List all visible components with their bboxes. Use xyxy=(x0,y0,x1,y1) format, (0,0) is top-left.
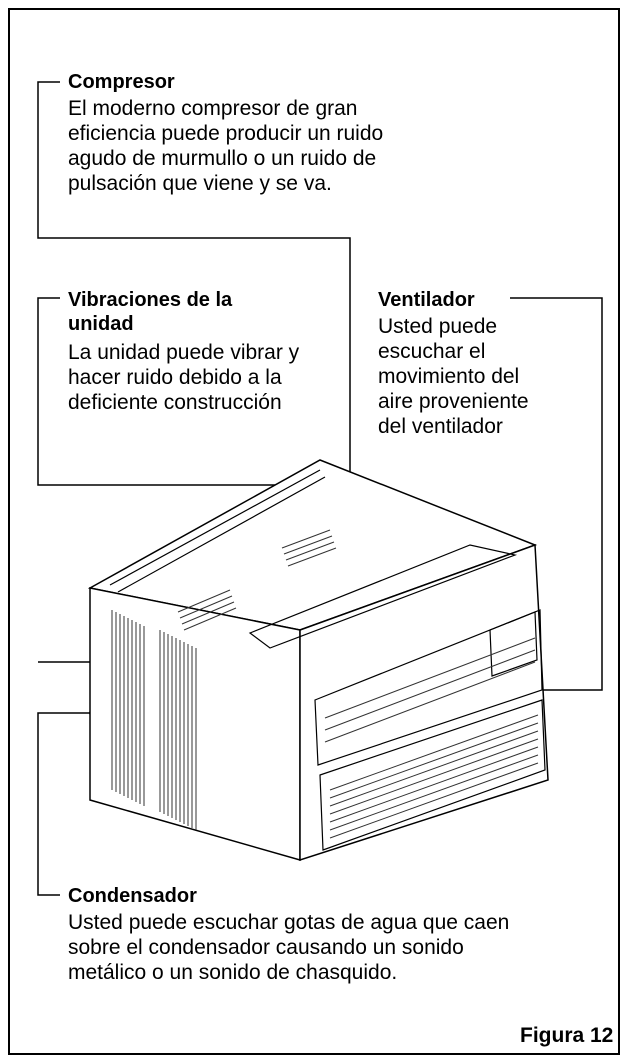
compresor-desc-line: agudo de murmullo o un ruido de xyxy=(68,147,377,170)
compresor-leader xyxy=(37,81,351,510)
vibraciones-desc-line: La unidad puede vibrar y xyxy=(68,341,300,364)
vibraciones-desc-line: hacer ruido debido a la xyxy=(68,366,282,389)
ventilador-desc-line: Usted puede xyxy=(378,315,498,338)
condensador-desc-line: metálico o un sonido de chasquido. xyxy=(68,961,398,984)
condensador-description: Usted puede escuchar gotas de agua que c… xyxy=(68,910,509,985)
ac-unit xyxy=(87,459,549,862)
ventilador-desc-line: escuchar el xyxy=(378,340,486,363)
vibraciones-title: Vibraciones de la unidad xyxy=(68,288,232,336)
condensador-leader xyxy=(37,712,90,896)
vibraciones-title-line: unidad xyxy=(68,313,134,335)
ventilador-desc-line: aire proveniente xyxy=(378,390,529,413)
vibraciones-title-line: Vibraciones de la xyxy=(68,289,233,311)
figure-label: Figura 12 xyxy=(520,1024,614,1047)
ventilador-desc-line: movimiento del xyxy=(378,365,520,388)
vibraciones-desc-line: deficiente construcción xyxy=(68,391,282,414)
compresor-description: El moderno compresor de gran eficiencia … xyxy=(68,96,383,196)
vibraciones-description: La unidad puede vibrar y hacer ruido deb… xyxy=(68,340,299,415)
compresor-desc-line: El moderno compresor de gran xyxy=(68,97,358,120)
compresor-desc-line: eficiencia puede producir un ruido xyxy=(68,122,384,145)
compresor-desc-line: pulsación que viene y se va. xyxy=(68,172,332,195)
compresor-title: Compresor xyxy=(68,71,175,93)
ventilador-desc-line: del ventilador xyxy=(378,415,503,438)
condensador-desc-line: Usted puede escuchar gotas de agua que c… xyxy=(68,911,510,934)
ventilador-description: Usted puede escuchar el movimiento del a… xyxy=(378,314,529,439)
figure-frame xyxy=(8,8,620,1055)
ventilador-title: Ventilador xyxy=(378,289,475,311)
condensador-title: Condensador xyxy=(68,885,197,907)
condensador-desc-line: sobre el condensador causando un sonido xyxy=(68,936,464,959)
